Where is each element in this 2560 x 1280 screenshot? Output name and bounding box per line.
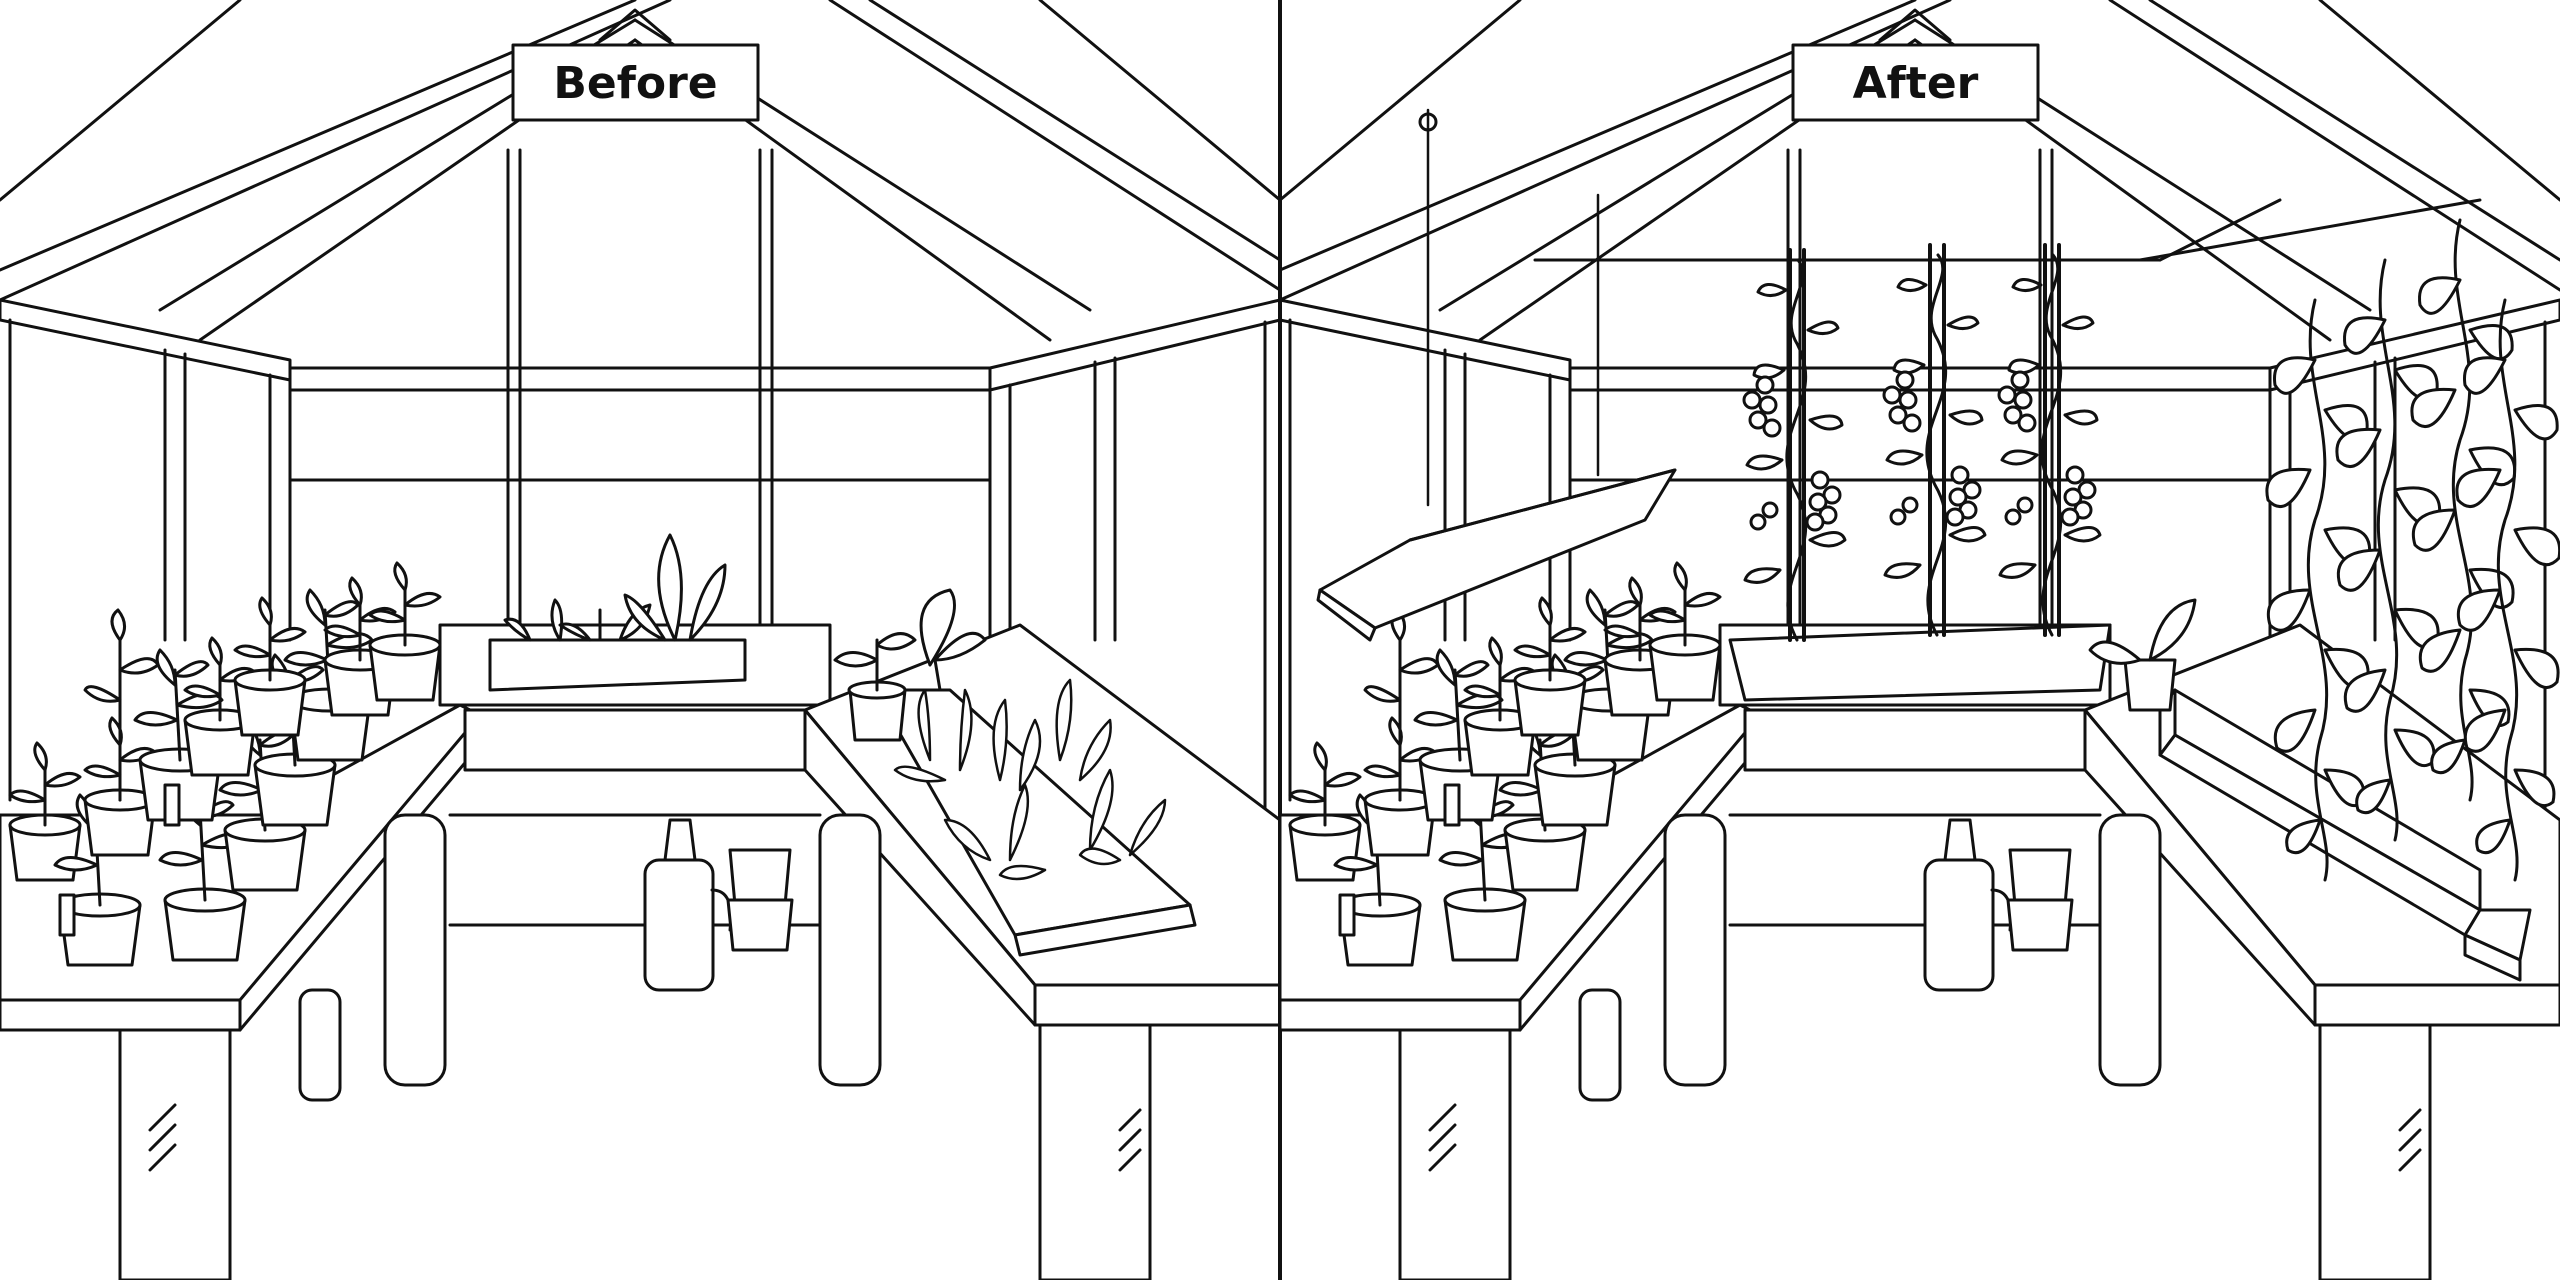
after-sign: After xyxy=(1791,43,2040,122)
grow-light xyxy=(1316,108,1677,642)
after-label: After xyxy=(1853,58,1979,109)
before-label: Before xyxy=(553,58,717,109)
vine-planter xyxy=(2158,688,2532,982)
after-panel: After xyxy=(1278,0,2560,1280)
before-panel: Before xyxy=(0,0,1282,1280)
before-sign: Before xyxy=(511,43,760,122)
